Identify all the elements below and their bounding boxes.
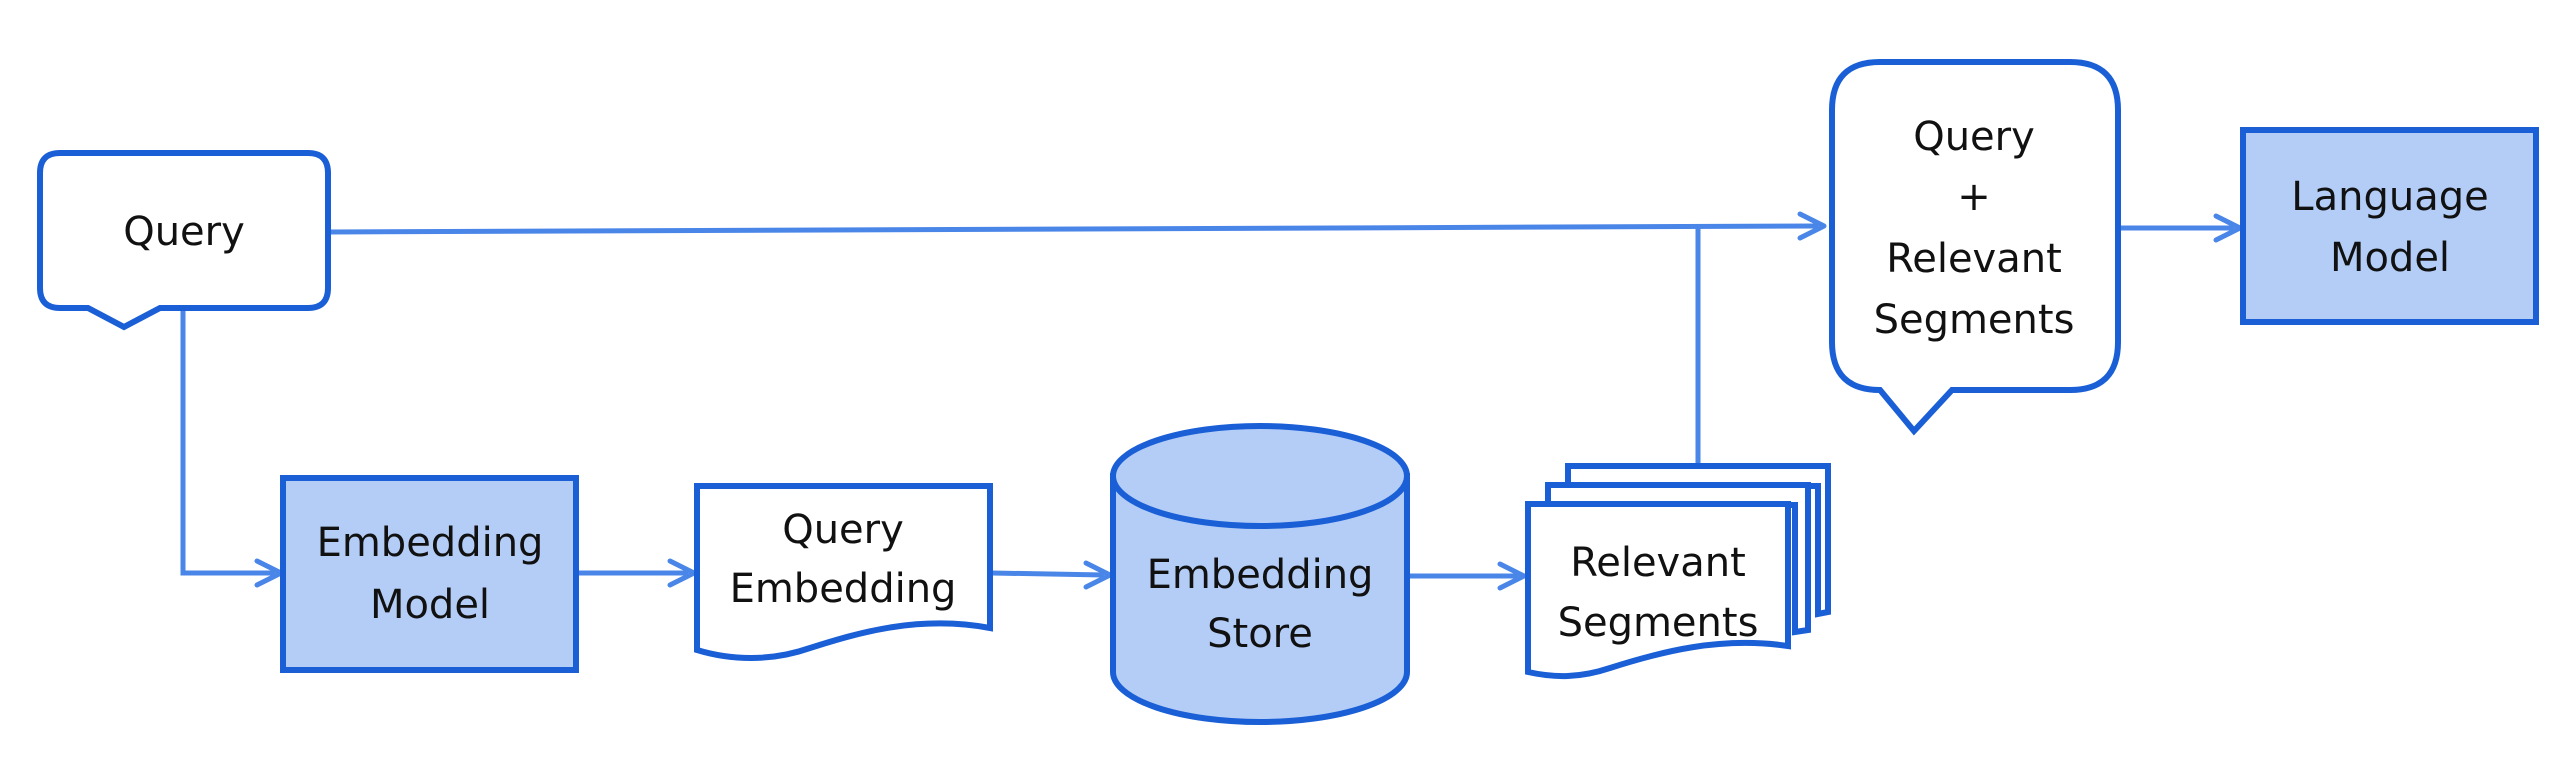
embedding-store-label-line2: Store xyxy=(1207,611,1313,657)
cylinder-body xyxy=(1110,473,1410,725)
embedding-model-node: Embedding Model xyxy=(280,475,579,673)
relevant-segments-label-line1: Relevant xyxy=(1570,540,1746,586)
language-model-node: Language Model xyxy=(2240,127,2539,325)
query-embedding-label-line2: Embedding xyxy=(730,566,957,612)
document-front-sheet xyxy=(1525,501,1791,680)
relevant-segments-label-line2: Segments xyxy=(1558,600,1759,646)
query-embedding-node: Query Embedding xyxy=(694,483,993,661)
arrowhead xyxy=(1797,211,1827,241)
query-node: Query xyxy=(37,150,331,331)
language-model-label-line1: Language xyxy=(2291,174,2488,220)
language-model-box xyxy=(2240,127,2539,325)
embedding-model-box xyxy=(280,475,579,673)
query-embedding-label-line1: Query xyxy=(782,507,904,553)
speech-bubble-shape xyxy=(37,150,331,331)
query-label: Query xyxy=(123,209,245,255)
combined-label-line3: Relevant xyxy=(1886,236,2062,282)
embedding-store-label-line1: Embedding xyxy=(1147,552,1374,598)
arrowhead xyxy=(1497,561,1527,591)
cylinder-top xyxy=(1110,423,1410,529)
combined-label-line4: Segments xyxy=(1874,297,2075,343)
speech-bubble-shape xyxy=(1829,59,2121,436)
embedding-store-node: Embedding Store xyxy=(1110,423,1410,725)
combined-label-line1: Query xyxy=(1913,114,2035,160)
combined-node: Query + Relevant Segments xyxy=(1829,59,2121,436)
embedding-model-label-line1: Embedding xyxy=(317,520,544,566)
combined-label-line2: + xyxy=(1957,174,1991,220)
document-shape xyxy=(694,483,993,661)
relevant-segments-node: Relevant Segments xyxy=(1525,463,1831,680)
edge-query-to-embedding-model xyxy=(180,308,275,576)
edge-query-to-combined xyxy=(329,223,1819,235)
embedding-model-label-line2: Model xyxy=(370,582,490,628)
language-model-label-line2: Model xyxy=(2330,235,2450,281)
edge-query-embedding-to-store xyxy=(991,570,1105,578)
